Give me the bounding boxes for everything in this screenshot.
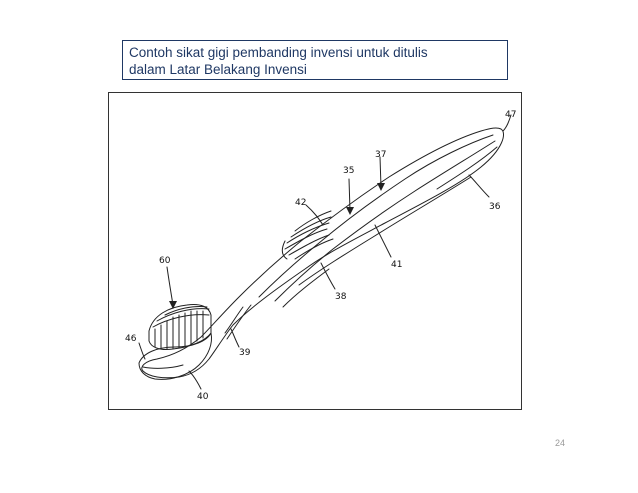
ref-numeral-47: 47 [505,110,516,120]
ref-numeral-36: 36 [489,202,501,212]
handle-outline [141,127,504,379]
ref-numeral-39: 39 [239,348,251,358]
ref-numeral-38: 38 [335,292,347,302]
toothbrush-drawing: 47 37 35 42 36 41 60 38 46 39 40 [125,110,516,402]
ref-numeral-40: 40 [197,392,209,402]
ref-numeral-60: 60 [159,256,171,266]
bristle-block [148,304,212,350]
ref-numeral-37: 37 [375,150,386,160]
patent-figure-frame: 47 37 35 42 36 41 60 38 46 39 40 [108,92,522,410]
ref-numeral-46: 46 [125,334,137,344]
page-number: 24 [555,438,566,448]
ref-numeral-35: 35 [343,166,354,176]
caption-line-1: Contoh sikat gigi pembanding invensi unt… [129,45,428,60]
ref-numeral-42: 42 [295,198,306,208]
caption-box: Contoh sikat gigi pembanding invensi unt… [122,40,508,80]
ref-numeral-41: 41 [391,260,402,270]
caption-line-2: dalam Latar Belakang Invensi [129,62,307,77]
